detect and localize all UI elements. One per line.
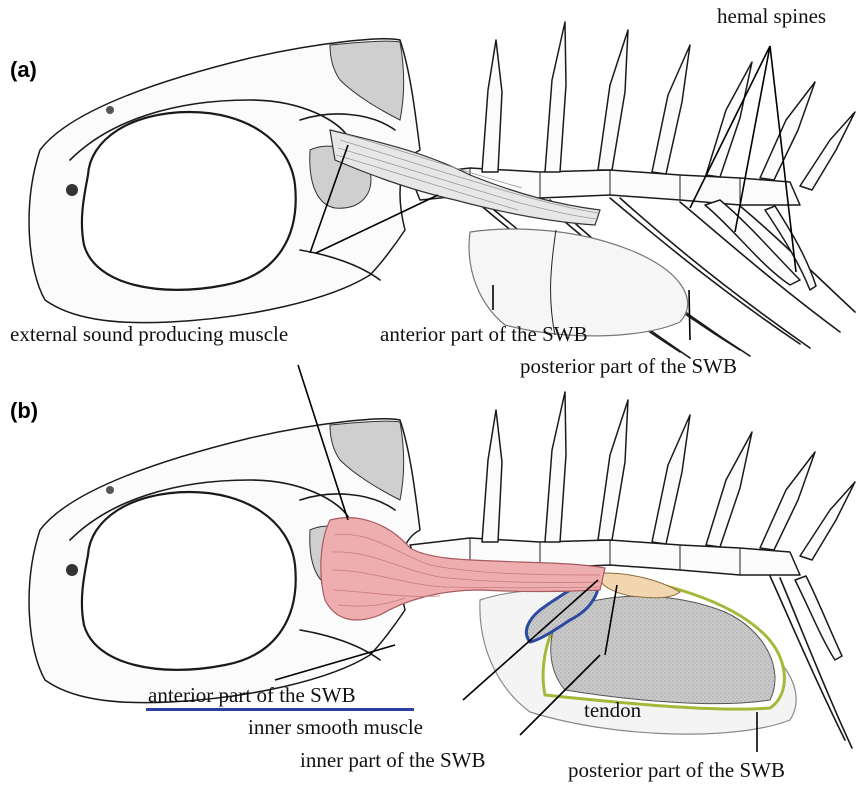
label-b-anterior-swb-underline	[146, 708, 414, 711]
panel-b: (b)	[10, 365, 855, 782]
label-b-posterior-swb: posterior part of the SWB	[568, 758, 785, 782]
label-b-inner-smooth-muscle: inner smooth muscle	[248, 715, 423, 739]
panel-a-letter: (a)	[10, 57, 37, 82]
label-b-anterior-swb: anterior part of the SWB	[148, 683, 356, 707]
label-hemal-spines: hemal spines	[717, 4, 826, 28]
panel-a-swb	[469, 229, 688, 336]
panel-b-letter: (b)	[10, 398, 38, 423]
label-b-tendon: tendon	[584, 698, 642, 722]
panel-a: (a)	[10, 4, 855, 378]
panel-a-skull	[29, 39, 420, 323]
label-a-external-muscle: external sound producing muscle	[10, 322, 288, 346]
label-a-anterior-swb: anterior part of the SWB	[380, 322, 588, 346]
label-b-inner-swb: inner part of the SWB	[300, 748, 485, 772]
label-a-posterior-swb: posterior part of the SWB	[520, 354, 737, 378]
